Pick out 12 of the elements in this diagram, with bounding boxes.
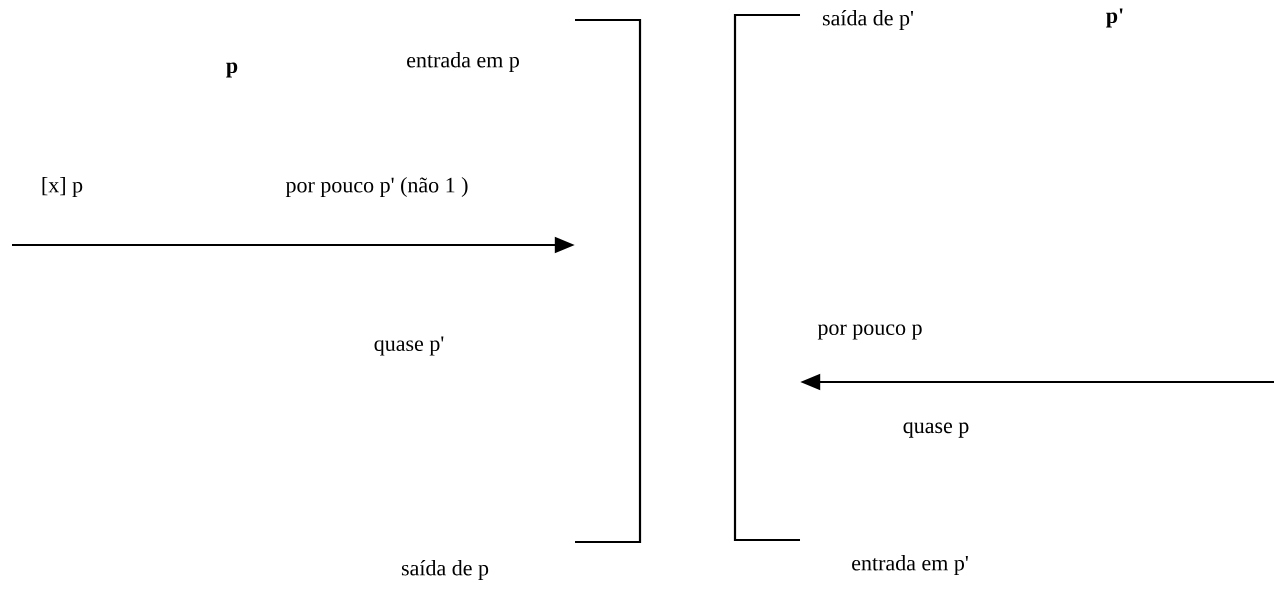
text-label: saída de p xyxy=(401,560,489,580)
text-label: p' xyxy=(1106,8,1123,28)
text-label: quase p xyxy=(903,422,969,438)
text-label: p xyxy=(226,62,238,78)
text-label: quase p' xyxy=(374,336,444,356)
text-label: [x] p xyxy=(42,177,83,197)
bracket xyxy=(733,13,800,542)
text-label: saída de p' xyxy=(822,10,914,30)
bracket xyxy=(575,18,642,544)
text-label: por pouco p' (não 1 ) xyxy=(285,177,468,197)
text-label: entrada em p' xyxy=(852,555,968,575)
text-label: entrada em p xyxy=(407,52,519,72)
